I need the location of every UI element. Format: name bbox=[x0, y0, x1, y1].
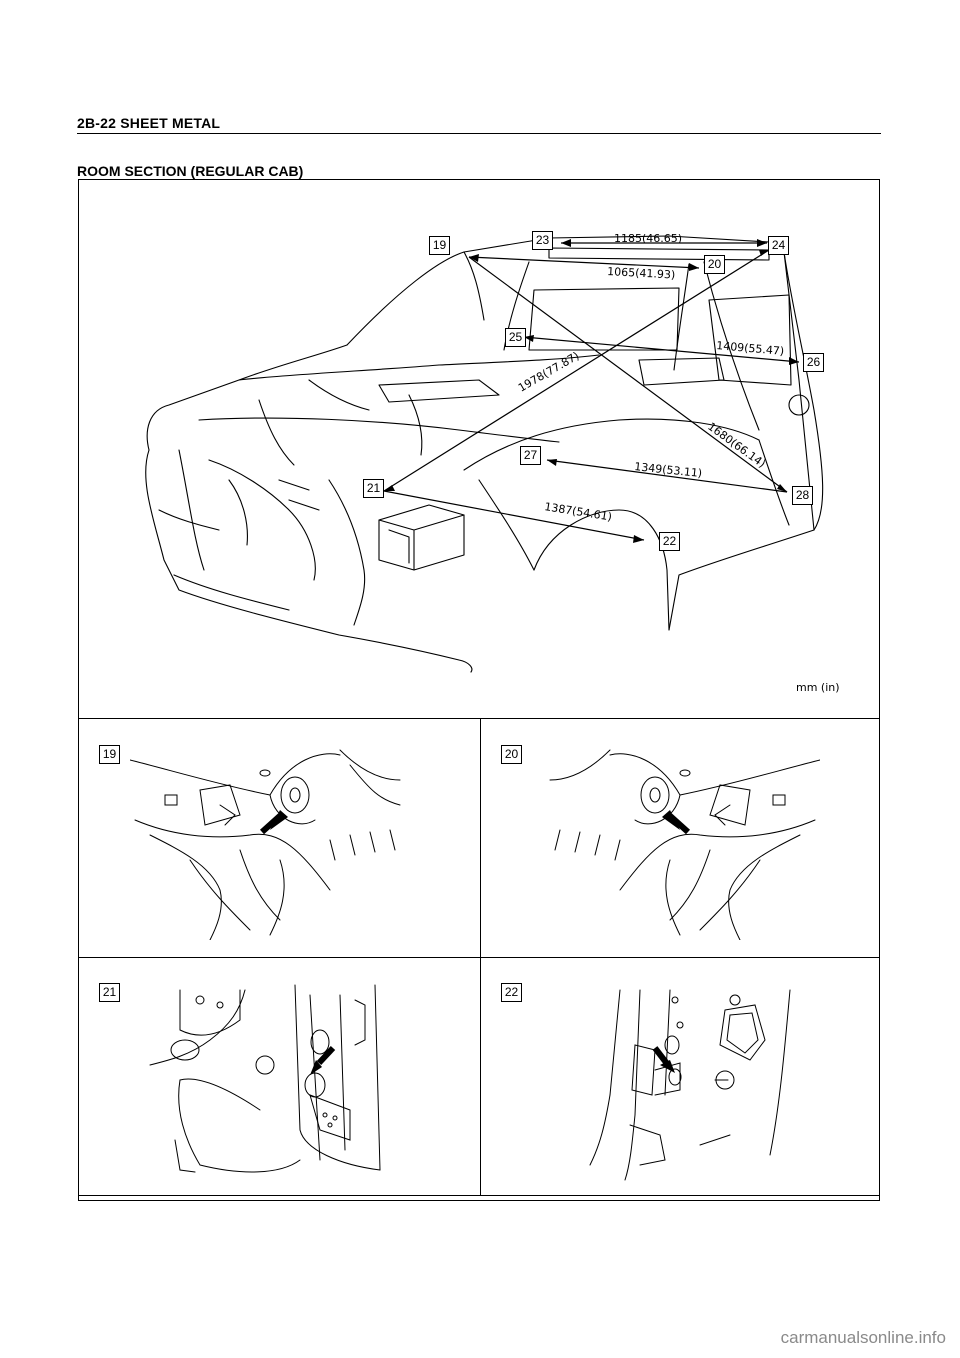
callout-21: 21 bbox=[363, 479, 384, 498]
detail-20-callout: 20 bbox=[501, 745, 522, 764]
callout-28: 28 bbox=[792, 486, 813, 505]
callout-23: 23 bbox=[532, 231, 553, 250]
callout-25: 25 bbox=[505, 328, 526, 347]
watermark: carmanualsonline.info bbox=[780, 1328, 946, 1347]
callout-27: 27 bbox=[520, 446, 541, 465]
dimension-label: 1065(41.93) bbox=[607, 265, 676, 282]
detail-21-callout: 21 bbox=[99, 983, 120, 1002]
dimension-label: 1349(53.11) bbox=[634, 460, 703, 480]
units-label: mm (in) bbox=[796, 681, 840, 694]
page-header: 2B-22 SHEET METAL bbox=[77, 115, 221, 131]
callout-22: 22 bbox=[659, 532, 680, 551]
callout-20: 20 bbox=[704, 255, 725, 274]
dimension-label: 1185(46.65) bbox=[614, 232, 682, 245]
detail-22-callout: 22 bbox=[501, 983, 522, 1002]
callout-19: 19 bbox=[429, 236, 450, 255]
divider-column bbox=[480, 718, 481, 1196]
detail-19-callout: 19 bbox=[99, 745, 120, 764]
divider-row bbox=[78, 957, 880, 958]
detail-20-illustration bbox=[549, 749, 820, 940]
figure-frame bbox=[78, 179, 880, 1201]
detail-22-illustration bbox=[589, 989, 791, 1181]
cab-body-illustration: 1185(46.65)1065(41.93)1409(55.47)1978(77… bbox=[145, 232, 824, 673]
section-title: ROOM SECTION (REGULAR CAB) bbox=[77, 163, 304, 179]
divider-main bbox=[78, 718, 880, 719]
header-rule bbox=[77, 133, 881, 134]
detail-19-illustration bbox=[130, 749, 401, 940]
detail-21-illustration bbox=[149, 984, 381, 1173]
callout-26: 26 bbox=[803, 353, 824, 372]
callout-24: 24 bbox=[768, 236, 789, 255]
dimension-label: 1409(55.47) bbox=[716, 339, 785, 358]
divider-bottom bbox=[78, 1195, 880, 1196]
